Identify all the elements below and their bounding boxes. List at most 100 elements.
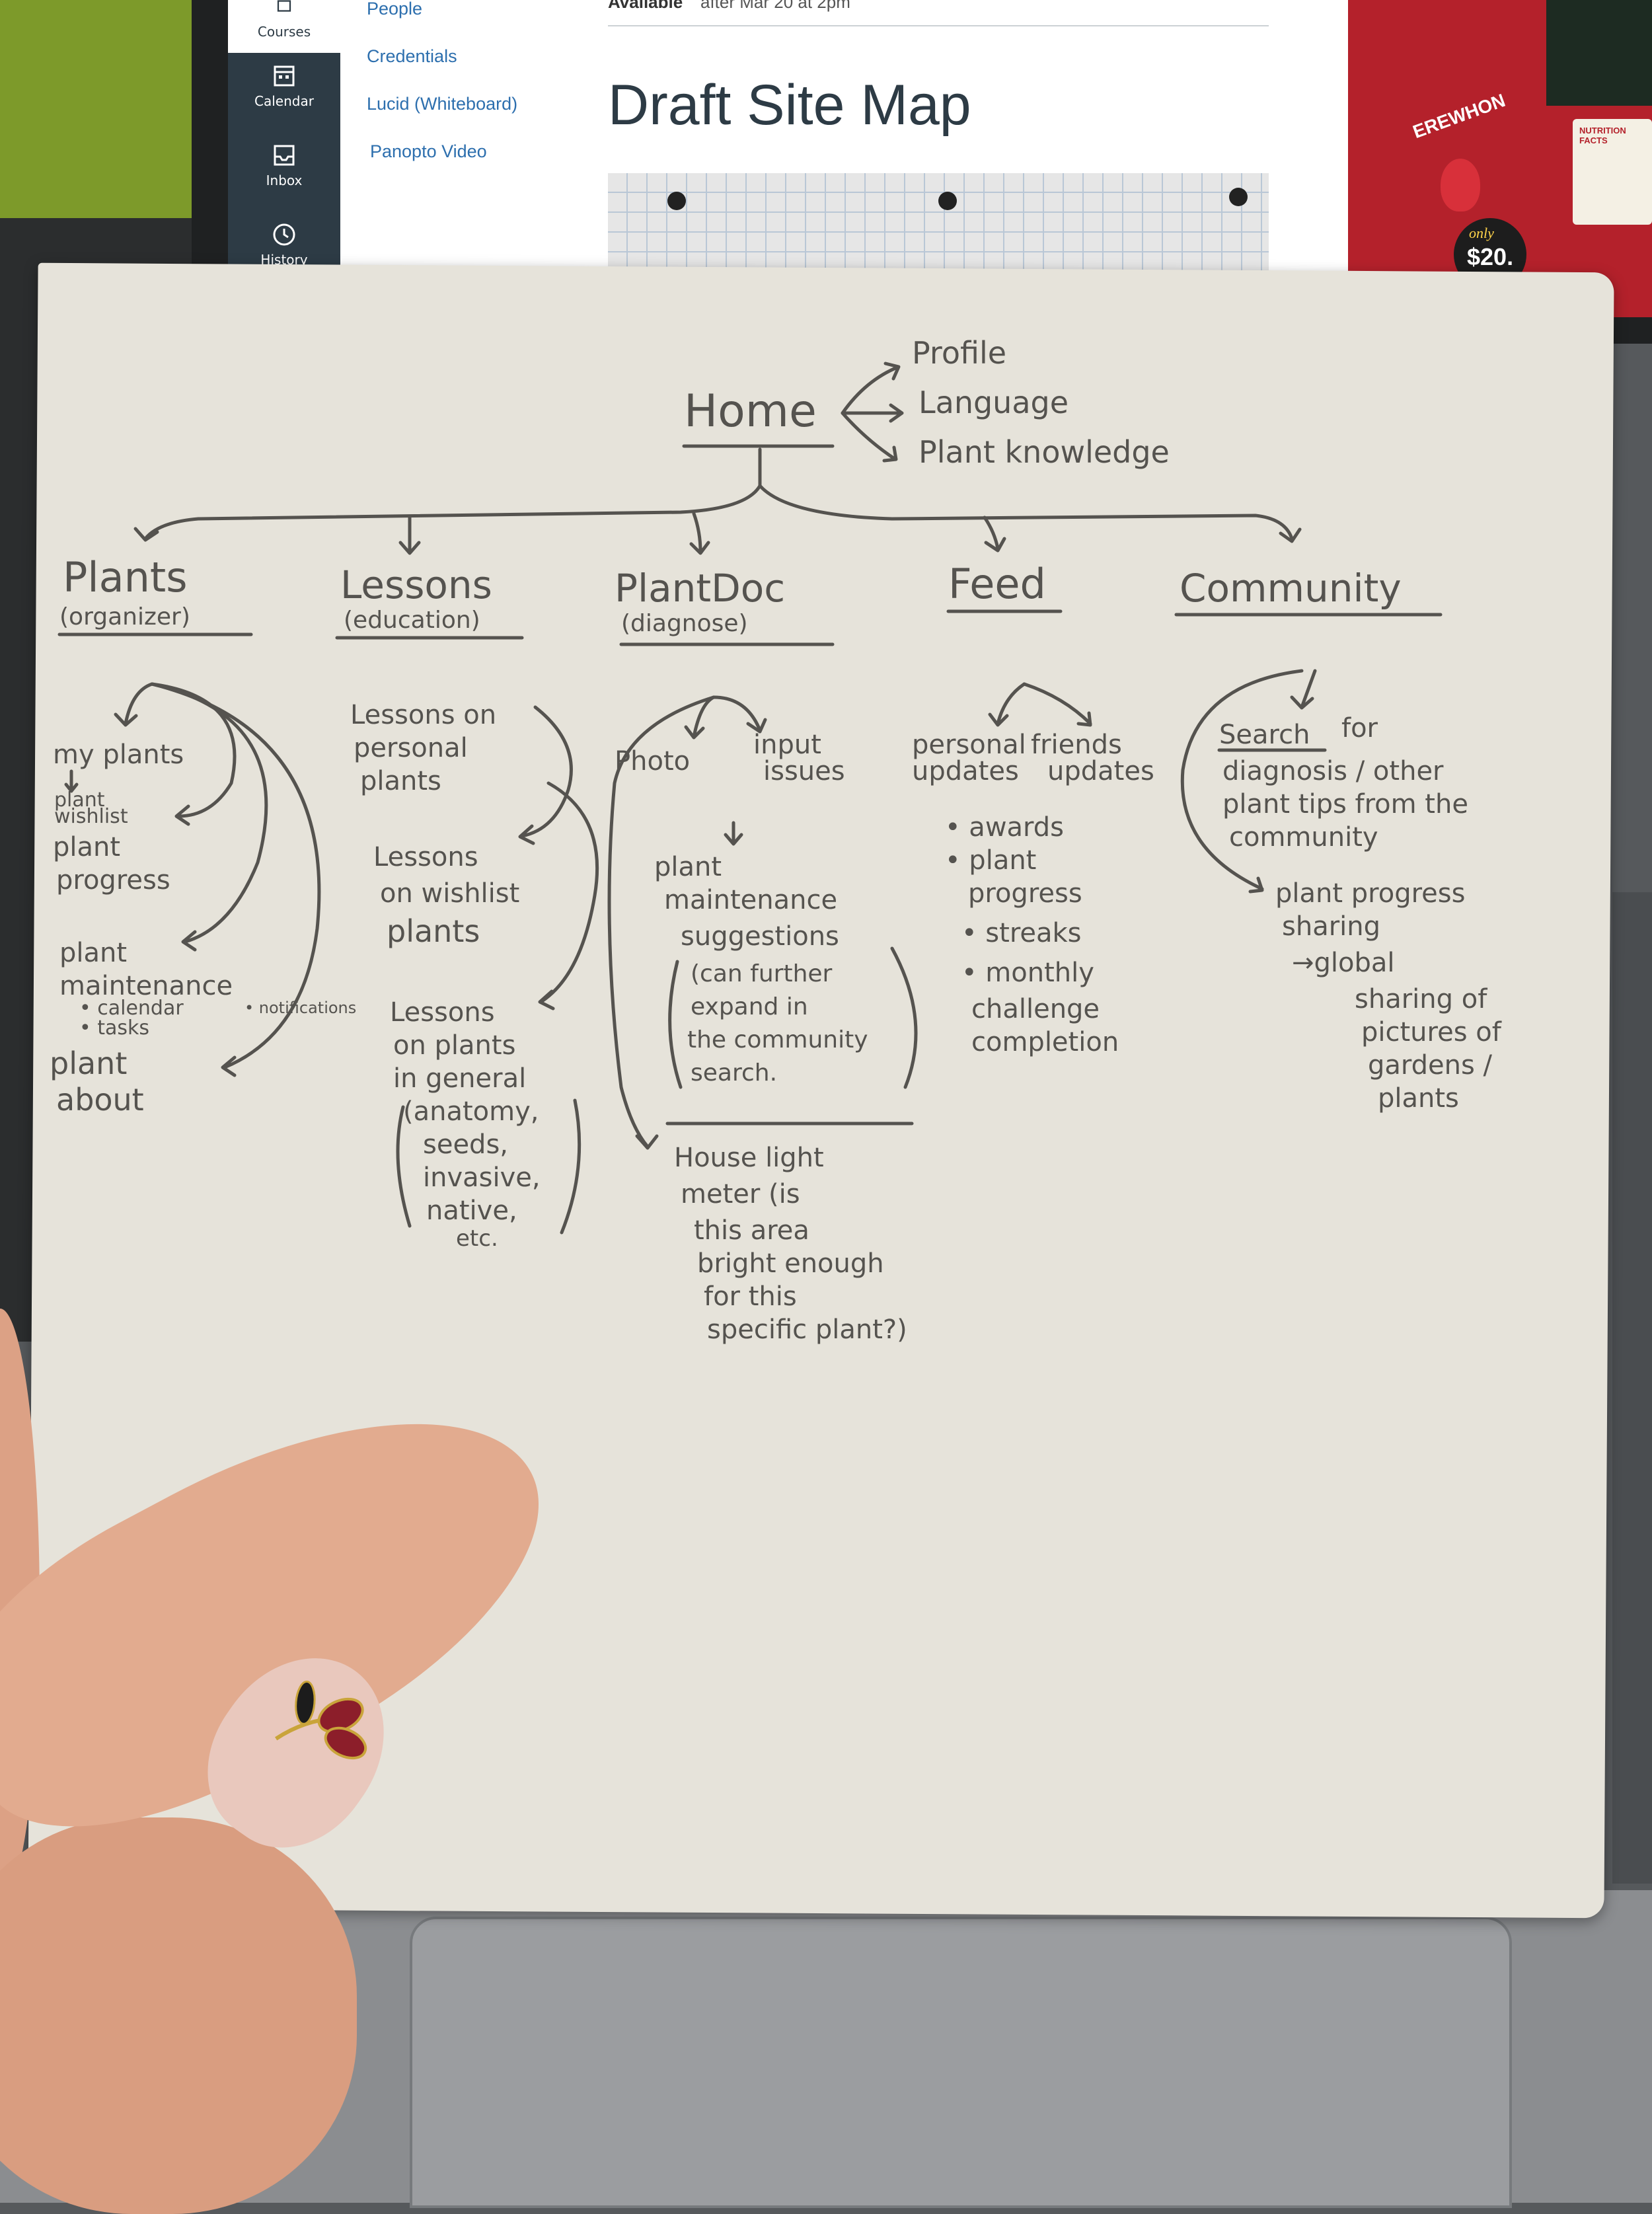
community-item: gardens / bbox=[1368, 1050, 1493, 1081]
section-plantdoc-subtitle: (diagnose) bbox=[621, 610, 748, 637]
plantdoc-item: the community bbox=[687, 1026, 868, 1053]
nav-courses[interactable]: Courses bbox=[228, 0, 340, 53]
laptop-trackpad bbox=[410, 1917, 1512, 2208]
lessons-item: seeds, bbox=[423, 1129, 508, 1160]
community-item: diagnosis / other bbox=[1222, 756, 1444, 786]
community-item: sharing of bbox=[1355, 984, 1487, 1014]
home-link-plant-knowledge: Plant knowledge bbox=[919, 434, 1170, 470]
binder-hole bbox=[938, 192, 957, 210]
section-feed-title: Feed bbox=[948, 560, 1046, 608]
feed-arrows bbox=[990, 684, 1090, 725]
feed-item: challenge bbox=[971, 994, 1100, 1024]
community-item: community bbox=[1229, 822, 1378, 853]
plants-item: plant bbox=[50, 1046, 127, 1081]
strawberry-icon bbox=[1441, 159, 1480, 211]
course-nav-people[interactable]: People bbox=[367, 0, 422, 19]
nav-inbox[interactable]: Inbox bbox=[228, 142, 340, 188]
lessons-item: plants bbox=[387, 913, 480, 949]
plantdoc-item: issues bbox=[763, 756, 845, 786]
feed-item: • plant bbox=[945, 845, 1036, 876]
plants-item: plant bbox=[59, 938, 127, 968]
nav-history[interactable]: History bbox=[228, 221, 340, 268]
lessons-item: Lessons on bbox=[350, 700, 496, 730]
community-item: sharing bbox=[1282, 911, 1380, 942]
plantdoc-item: this area bbox=[694, 1215, 809, 1246]
home-link-arrows bbox=[843, 363, 902, 461]
lessons-item: etc. bbox=[456, 1225, 498, 1252]
nav-courses-label: Courses bbox=[258, 24, 311, 40]
plantdoc-item: suggestions bbox=[681, 921, 839, 952]
calendar-icon bbox=[271, 63, 297, 89]
packaging-brand: EREWHON bbox=[1410, 90, 1508, 143]
lessons-item: (anatomy, bbox=[403, 1096, 539, 1127]
course-nav-panopto[interactable]: Panopto Video bbox=[370, 141, 487, 162]
nav-inbox-label: Inbox bbox=[266, 172, 303, 188]
packaging-nutrition: NUTRITION FACTS bbox=[1579, 126, 1652, 145]
plants-item: wishlist bbox=[54, 805, 128, 828]
laptop-keyboard-edge bbox=[1612, 892, 1652, 1884]
plants-item: my plants bbox=[53, 740, 184, 770]
clock-icon bbox=[271, 221, 297, 248]
community-item: pictures of bbox=[1361, 1017, 1502, 1048]
lessons-item: on wishlist bbox=[380, 878, 519, 909]
plantdoc-item: plant bbox=[654, 852, 722, 882]
hand-palm bbox=[0, 1817, 357, 2214]
plantdoc-item: bright enough bbox=[697, 1248, 884, 1279]
section-community-title: Community bbox=[1180, 566, 1402, 611]
lessons-item: native, bbox=[426, 1196, 517, 1226]
community-item: Search bbox=[1219, 720, 1310, 750]
feed-item: updates bbox=[1047, 756, 1154, 786]
lessons-item: in general bbox=[393, 1063, 526, 1094]
lessons-item: on plants bbox=[393, 1030, 515, 1061]
section-lessons-title: Lessons bbox=[340, 562, 492, 607]
plantdoc-item: meter (is bbox=[681, 1179, 800, 1209]
nav-calendar-label: Calendar bbox=[254, 93, 314, 109]
course-nav-lucid[interactable]: Lucid (Whiteboard) bbox=[367, 94, 517, 114]
section-plants-subtitle: (organizer) bbox=[59, 603, 190, 630]
price-value: $20. bbox=[1467, 243, 1513, 271]
community-item: plant tips from the bbox=[1222, 789, 1468, 820]
community-item: for bbox=[1341, 713, 1378, 744]
plantdoc-item: for this bbox=[704, 1281, 797, 1312]
availability-label: Available bbox=[608, 0, 683, 13]
nav-calendar[interactable]: Calendar bbox=[228, 63, 340, 109]
plants-item: • notifications bbox=[244, 999, 356, 1017]
price-prefix: only bbox=[1469, 225, 1494, 242]
plants-item: • tasks bbox=[79, 1016, 149, 1040]
section-plants-title: Plants bbox=[63, 553, 188, 601]
feed-item: • streaks bbox=[961, 918, 1082, 948]
plantdoc-item: search. bbox=[691, 1059, 777, 1087]
plantdoc-item: (can further bbox=[691, 960, 833, 987]
plants-item: about bbox=[56, 1082, 144, 1118]
lessons-item: personal bbox=[354, 733, 468, 763]
page-title: Draft Site Map bbox=[608, 73, 971, 138]
lessons-item: Lessons bbox=[373, 842, 478, 872]
packaging-dark-panel bbox=[1546, 0, 1652, 106]
book-icon bbox=[271, 0, 297, 20]
inbox-icon bbox=[271, 142, 297, 169]
plants-item: progress bbox=[56, 865, 170, 896]
community-item: plant progress bbox=[1275, 878, 1465, 909]
binder-hole bbox=[1229, 188, 1248, 206]
course-nav-credentials[interactable]: Credentials bbox=[367, 46, 457, 67]
home-node: Home bbox=[684, 385, 817, 438]
lms-content: People Credentials Lucid (Whiteboard) Pa… bbox=[340, 0, 1365, 311]
community-item: →global bbox=[1292, 948, 1395, 978]
plantdoc-item: Photo bbox=[615, 746, 690, 777]
section-plantdoc-title: PlantDoc bbox=[615, 566, 785, 611]
divider bbox=[608, 25, 1269, 26]
plants-item: plant bbox=[53, 832, 120, 862]
section-lessons-subtitle: (education) bbox=[344, 607, 480, 634]
community-item: plants bbox=[1378, 1083, 1459, 1114]
home-link-profile: Profile bbox=[912, 335, 1006, 371]
feed-item: progress bbox=[968, 878, 1082, 909]
plantdoc-item: expand in bbox=[691, 993, 808, 1020]
plantdoc-item: House light bbox=[674, 1143, 824, 1173]
feed-item: updates bbox=[912, 756, 1019, 786]
lessons-item: plants bbox=[360, 766, 441, 796]
plantdoc-item: specific plant?) bbox=[707, 1315, 907, 1345]
plantdoc-item: maintenance bbox=[664, 885, 837, 915]
availability-date: after Mar 20 at 2pm bbox=[700, 0, 850, 13]
feed-item: • monthly bbox=[961, 958, 1094, 988]
feed-item: • awards bbox=[945, 812, 1064, 843]
